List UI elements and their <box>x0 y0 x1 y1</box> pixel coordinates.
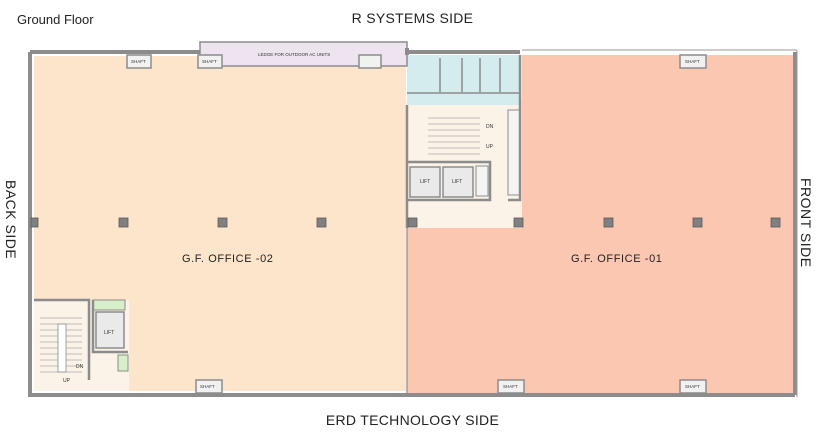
top-side-label: R SYSTEMS SIDE <box>351 10 474 26</box>
toilet-block <box>407 55 520 105</box>
stair-up-label-core: UP <box>486 144 494 150</box>
shaft-label-4: SHAFT <box>200 384 215 389</box>
toilet-partitions <box>407 58 520 94</box>
core-utility-1 <box>475 165 489 197</box>
bottom-side-label: ERD TECHNOLOGY SIDE <box>325 412 500 428</box>
stair-divider-sw <box>57 323 67 373</box>
stair-core-green-2 <box>117 354 129 372</box>
left-side-label: BACK SIDE <box>3 180 19 260</box>
stair-core-green <box>92 299 126 311</box>
stair-core-walls-sw <box>34 298 128 380</box>
stair-dn-label-core: DN <box>486 124 494 130</box>
shaft-label-6: SHAFT <box>685 384 700 389</box>
office-01-area <box>407 55 793 393</box>
core-walls <box>405 55 522 228</box>
core-utility-2 <box>507 109 521 196</box>
lift-label-sw: LIFT <box>104 330 114 336</box>
office-01-label: G.F. OFFICE -01 <box>571 253 663 265</box>
lift-2 <box>442 166 474 198</box>
right-side-label: FRONT SIDE <box>798 178 814 268</box>
stair-dn-label-sw: DN <box>76 364 84 370</box>
lift-1-label: LIFT <box>420 179 430 185</box>
floor-title: Ground Floor <box>17 12 94 27</box>
stair-core-lift-box <box>95 311 125 349</box>
stair-flight-core <box>428 117 480 155</box>
office-02-label: G.F. OFFICE -02 <box>182 253 274 265</box>
stair-up-label-sw: UP <box>63 378 71 384</box>
outer-walls <box>28 48 797 397</box>
shaft-label-3: SHAFT <box>685 59 700 64</box>
structural-columns <box>30 217 781 228</box>
lift-1 <box>409 166 441 198</box>
core-area <box>406 100 522 228</box>
lift-2-label: LIFT <box>452 179 462 185</box>
ac-ledge-label: LEDGE FOR OUTDOOR AC UNITS <box>258 52 330 57</box>
shaft-label-1: SHAFT <box>131 59 146 64</box>
shaft-label-2: SHAFT <box>202 59 217 64</box>
shafts <box>126 54 707 394</box>
shaft-label-5: SHAFT <box>503 384 518 389</box>
